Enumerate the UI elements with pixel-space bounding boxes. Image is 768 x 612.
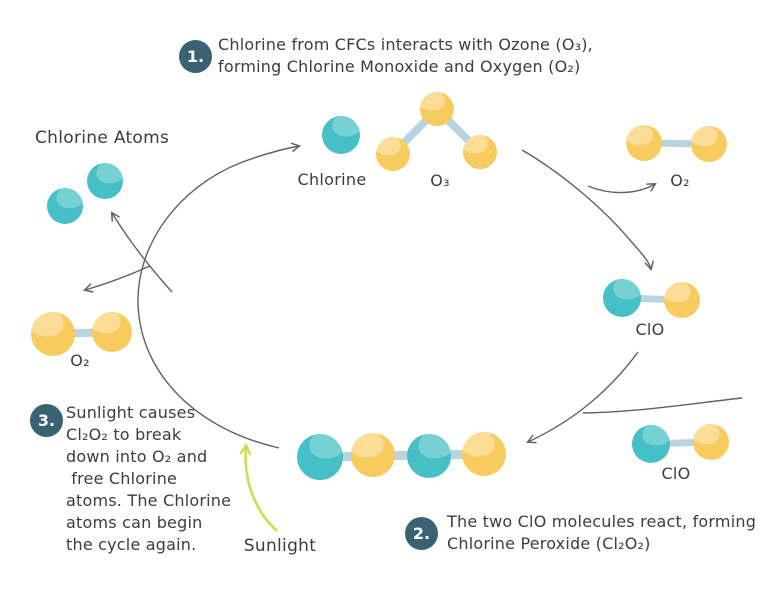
branch-arrow-to-chlorine-atoms: [110, 211, 173, 293]
oxygen-atom: [351, 433, 395, 477]
step-1-badge: 1.: [179, 40, 212, 73]
step-2-line-1: The two ClO molecules react, forming: [447, 512, 757, 531]
oxygen-atom: [691, 126, 727, 162]
chlorine-atom: [47, 188, 83, 224]
chlorine-atom: [407, 434, 451, 478]
step-3-text: Sunlight causes Cl₂O₂ to break down into…: [66, 402, 231, 556]
branch-arrow-to-oxygen-left: [82, 265, 151, 293]
oxygen-left-label: O₂: [70, 351, 90, 370]
step-3-badge: 3.: [30, 404, 63, 437]
arrow-ozone-to-clo: [521, 149, 654, 272]
sunlight-label: Sunlight: [243, 536, 317, 556]
chlorine-atom: [322, 116, 360, 154]
ozone-label: O₃: [430, 171, 450, 190]
arrow-clo-to-chlorine-peroxide: [526, 351, 639, 444]
oxygen-atom: [664, 282, 700, 318]
step-3-line-5: atoms. The Chlorine: [66, 491, 232, 510]
chlorine-label: Chlorine: [297, 170, 367, 189]
oxygen-atom: [626, 125, 662, 161]
oxygen-top-label: O₂: [670, 171, 690, 190]
step-1-text: Chlorine from CFCs interacts with Ozone …: [218, 34, 593, 77]
cycle-arrow-to-chlorine: [137, 142, 302, 449]
step-2-badge: 2.: [405, 517, 438, 550]
oxygen-atom: [693, 424, 729, 460]
sunlight-arrow: [239, 442, 278, 532]
chlorine-atom: [603, 279, 641, 317]
oxygen-atom: [420, 92, 454, 126]
step-2-line-2: Chlorine Peroxide (Cl₂O₂): [447, 533, 651, 553]
chlorine-atom: [632, 425, 670, 463]
step-3-line-1: Sunlight causes: [66, 403, 196, 422]
oxygen-atom: [31, 312, 75, 356]
step-1-line-1: Chlorine from CFCs interacts with Ozone …: [218, 35, 593, 54]
step-3-line-6: atoms can begin: [66, 513, 203, 532]
step-3-line-2: Cl₂O₂ to break: [66, 425, 182, 444]
step-1-number: 1.: [186, 47, 205, 66]
branch-arrow-to-oxygen-top: [587, 182, 657, 194]
step-1-line-2: forming Chlorine Monoxide and Oxygen (O₂…: [218, 56, 581, 76]
step-2-text: The two ClO molecules react, forming Chl…: [447, 511, 756, 554]
clo-right-label: ClO: [635, 320, 665, 339]
step-3-line-7: the cycle again.: [66, 535, 197, 554]
step-2-number: 2.: [412, 524, 431, 543]
chlorine-peroxide-bond: [319, 449, 485, 462]
arrow-clo-bottom-merge: [582, 397, 743, 414]
step-3-line-3: down into O₂ and: [66, 447, 208, 466]
oxygen-atom: [462, 432, 506, 476]
chlorine-atom: [297, 434, 343, 480]
step-3-line-4: free Chlorine: [66, 469, 178, 488]
oxygen-atom: [92, 312, 132, 352]
chlorine-atom: [87, 163, 123, 199]
oxygen-atom: [376, 137, 410, 171]
step-3-number: 3.: [37, 411, 56, 430]
oxygen-atom: [463, 135, 497, 169]
chlorine-atoms-label: Chlorine Atoms: [35, 128, 170, 148]
clo-bottom-label: ClO: [661, 464, 691, 483]
